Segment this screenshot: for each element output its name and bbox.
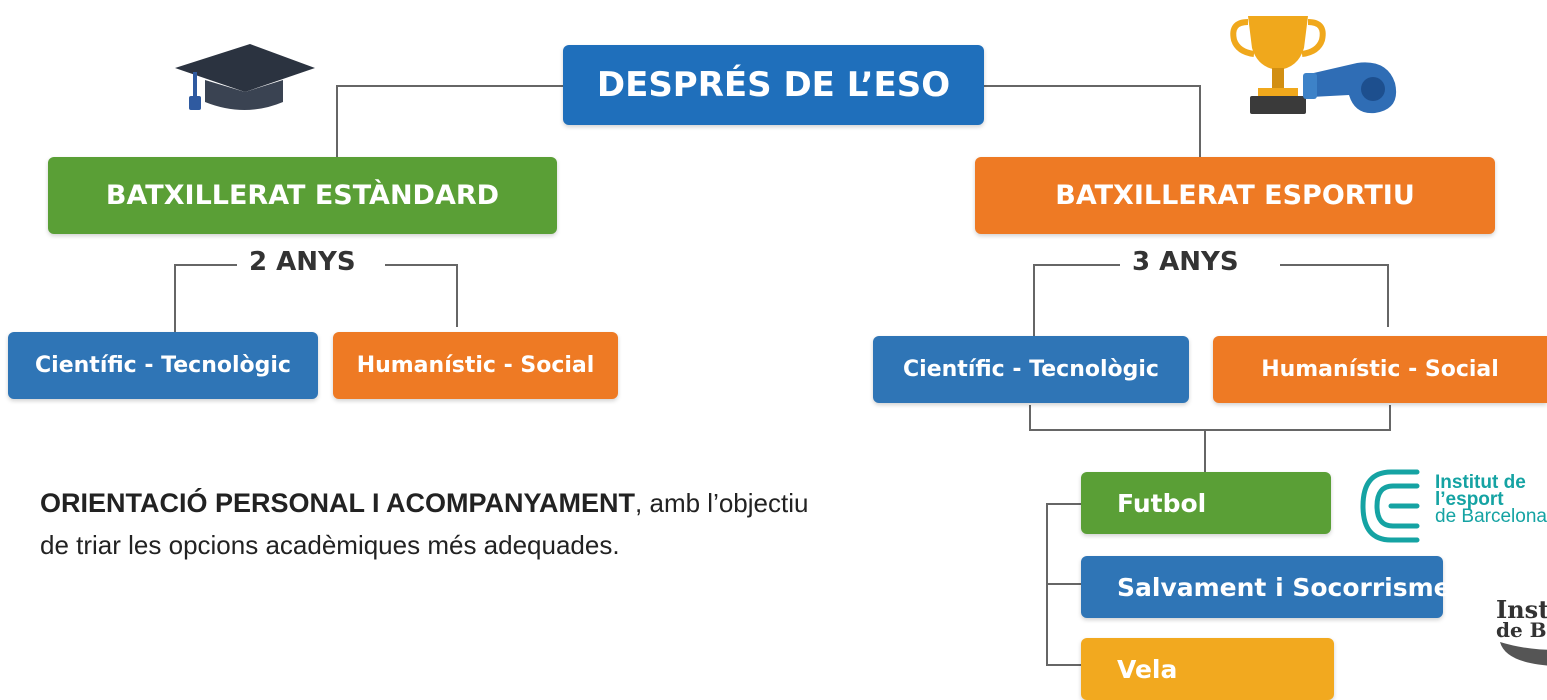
orientation-note: ORIENTACIÓ PERSONAL I ACOMPANYAMENT, amb… [40, 482, 840, 566]
option-cientific-left: Científic - Tecnològic [8, 332, 318, 399]
partial-logo-line1: Inst [1496, 600, 1547, 624]
partial-logo-swoosh [1500, 642, 1547, 666]
years-label-right: 3 ANYS [1120, 247, 1251, 277]
sport-salvament: Salvament i Socorrisme [1081, 556, 1451, 618]
logo-line2: l’esport [1435, 489, 1504, 510]
logo-line1: Institut de [1435, 472, 1526, 493]
graduation-cap-icon [175, 44, 315, 110]
trophy-icon [1230, 16, 1326, 114]
partial-logo: Inst de B [1496, 600, 1547, 670]
institut-esport-logo-text: Institut de l’esport de Barcelona [1435, 472, 1547, 527]
option-cientific-right: Científic - Tecnològic [873, 336, 1189, 403]
partial-logo-line2: de B [1496, 618, 1547, 642]
option-humanistic-left: Humanístic - Social [333, 332, 618, 399]
title-box: DESPRÉS DE L’ESO [563, 45, 984, 125]
sport-futbol: Futbol [1081, 472, 1331, 534]
note-bold: ORIENTACIÓ PERSONAL I ACOMPANYAMENT [40, 488, 636, 518]
years-label-left: 2 ANYS [237, 247, 368, 277]
batxillerat-estandard-box: BATXILLERAT ESTÀNDARD [48, 157, 557, 234]
note-rest: , amb l’objectiu de triar les opcions ac… [40, 488, 809, 560]
option-humanistic-right: Humanístic - Social [1213, 336, 1547, 403]
logo-line3: de Barcelona [1435, 506, 1547, 527]
institut-esport-logo-icon [1360, 469, 1420, 543]
sport-vela: Vela [1081, 638, 1334, 700]
institut-esport-logo: Institut de l’esport de Barcelona [1355, 460, 1547, 560]
batxillerat-esportiu-box: BATXILLERAT ESPORTIU [975, 157, 1495, 234]
whistle-icon [1303, 62, 1397, 114]
